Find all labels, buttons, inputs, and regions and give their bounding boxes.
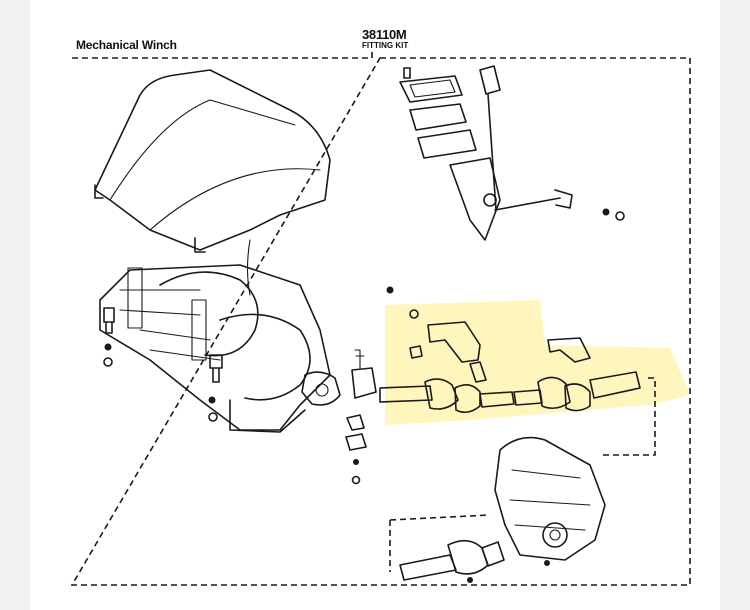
drive-shaft-highlight xyxy=(385,300,690,425)
shaft-brackets xyxy=(386,286,591,383)
part-number: 38110M xyxy=(362,27,407,42)
small-parts-column xyxy=(345,414,367,485)
kit-boundary xyxy=(70,52,691,586)
winch-coupling xyxy=(301,349,377,406)
diagram-sheet xyxy=(30,0,720,610)
drive-shaft xyxy=(379,371,641,414)
winch-body xyxy=(99,264,331,433)
output-yoke xyxy=(389,514,505,583)
transfer-case xyxy=(494,436,606,566)
winch-cover xyxy=(94,69,331,296)
shaft-guide-line xyxy=(600,377,656,456)
section-title: Mechanical Winch xyxy=(76,38,177,52)
gear-control-assembly xyxy=(399,65,625,241)
left-bolts xyxy=(103,307,223,422)
part-name: FITTING KIT xyxy=(362,41,409,50)
